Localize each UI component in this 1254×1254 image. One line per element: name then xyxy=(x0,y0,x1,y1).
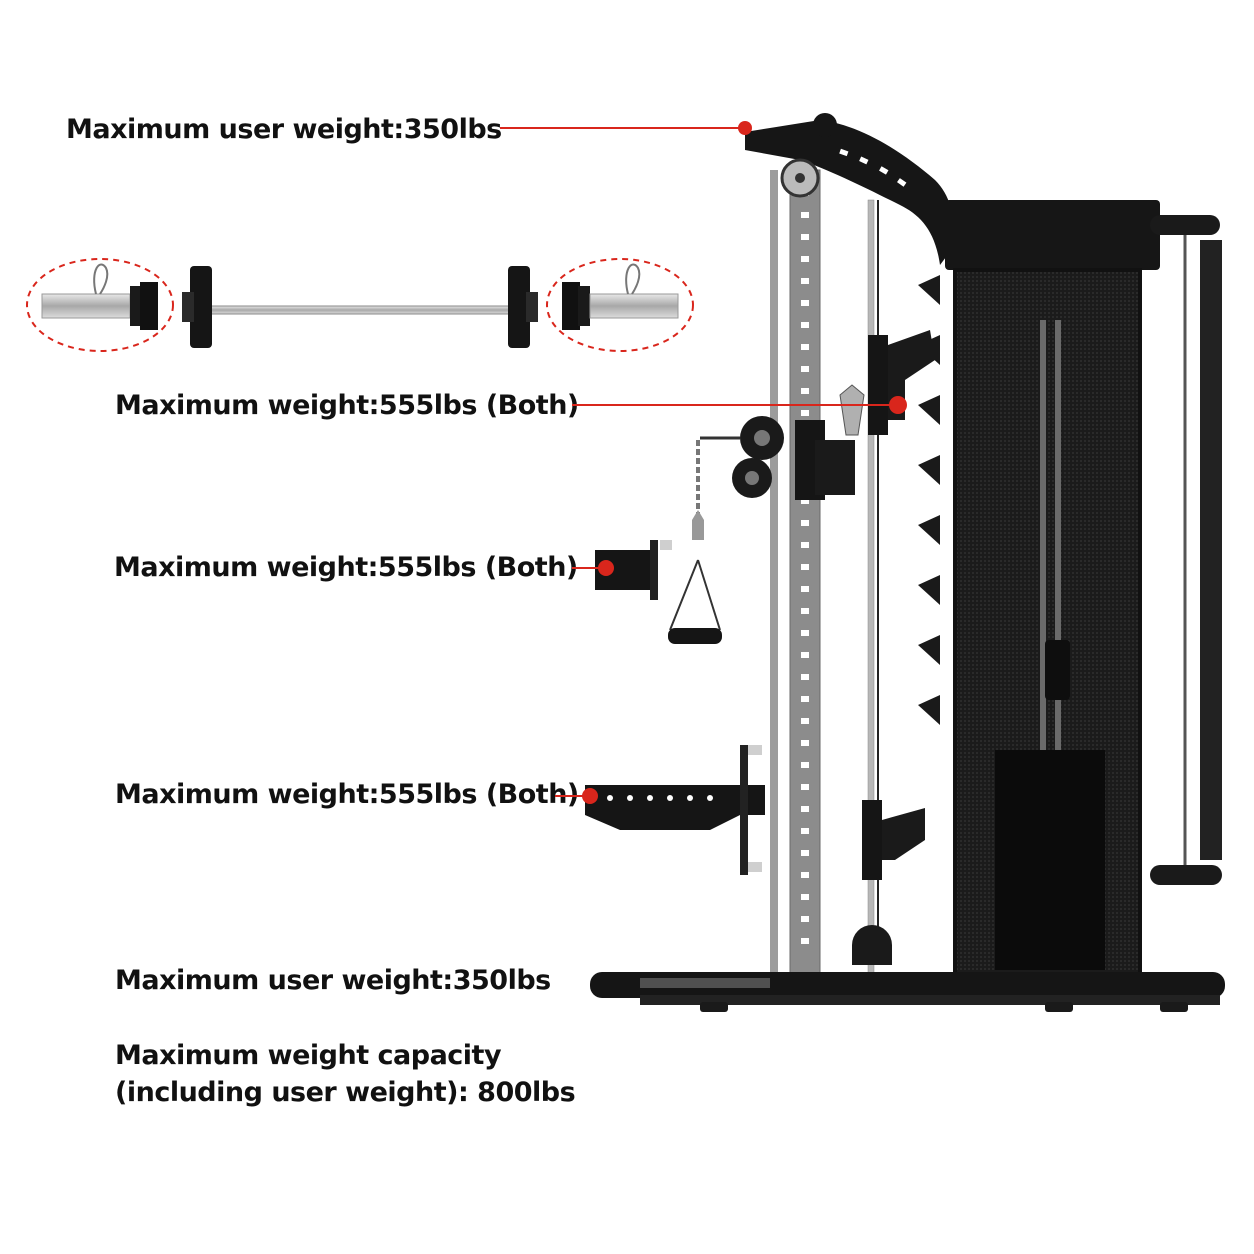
top-pulley-arm xyxy=(745,113,955,265)
upright-hole xyxy=(801,366,809,372)
upright-hole xyxy=(801,322,809,328)
capacity-label-line1: Maximum weight capacity xyxy=(115,1040,502,1071)
upright-hole xyxy=(801,828,809,834)
upright-hole xyxy=(801,564,809,570)
upright-hole xyxy=(801,542,809,548)
capacity-label-line2: (including user weight): 800lbs xyxy=(115,1077,576,1108)
left-upright xyxy=(770,169,821,981)
upright-hole xyxy=(801,696,809,702)
upright-hole xyxy=(801,762,809,768)
upright-hole xyxy=(801,256,809,262)
upright-hole xyxy=(801,410,809,416)
upright-hole xyxy=(801,674,809,680)
upright-hole xyxy=(801,212,809,218)
upright-hole xyxy=(801,718,809,724)
left-sleeve-detail xyxy=(26,258,174,352)
pulley-carriage xyxy=(732,330,935,500)
callouts xyxy=(500,121,895,797)
right-sleeve-detail xyxy=(546,258,694,352)
upright-hole xyxy=(801,520,809,526)
upright-hole xyxy=(801,278,809,284)
upright-hole xyxy=(801,806,809,812)
safety-arm xyxy=(582,745,765,875)
upright-hole xyxy=(801,630,809,636)
upright-hole xyxy=(801,344,809,350)
upright-hole xyxy=(801,388,809,394)
upright-hole xyxy=(801,894,809,900)
upright-hole xyxy=(801,740,809,746)
lower-carriage xyxy=(852,800,925,965)
safety-arm-weight-label: Maximum weight:555lbs (Both) xyxy=(115,779,579,810)
upright-hole xyxy=(801,300,809,306)
weight-stack-tower xyxy=(945,200,1222,982)
upright-hole xyxy=(801,850,809,856)
jhook-weight-label: Maximum weight:555lbs (Both) xyxy=(114,552,578,583)
j-hook xyxy=(595,540,672,600)
bottom-user-weight-label: Maximum user weight:350lbs xyxy=(115,965,551,996)
base-frame xyxy=(590,972,1225,1012)
upright-hole xyxy=(801,938,809,944)
upright-hole xyxy=(801,608,809,614)
upright-hole xyxy=(801,652,809,658)
top-user-weight-label: Maximum user weight:350lbs xyxy=(66,114,502,145)
upright-hole xyxy=(801,872,809,878)
upright-hole xyxy=(801,784,809,790)
upright-hole xyxy=(801,234,809,240)
pulley-weight-label: Maximum weight:555lbs (Both) xyxy=(115,390,579,421)
barbell xyxy=(182,266,538,348)
upright-hole xyxy=(801,916,809,922)
upright-hole xyxy=(801,498,809,504)
upright-hole xyxy=(801,586,809,592)
cable-handle xyxy=(668,436,740,644)
